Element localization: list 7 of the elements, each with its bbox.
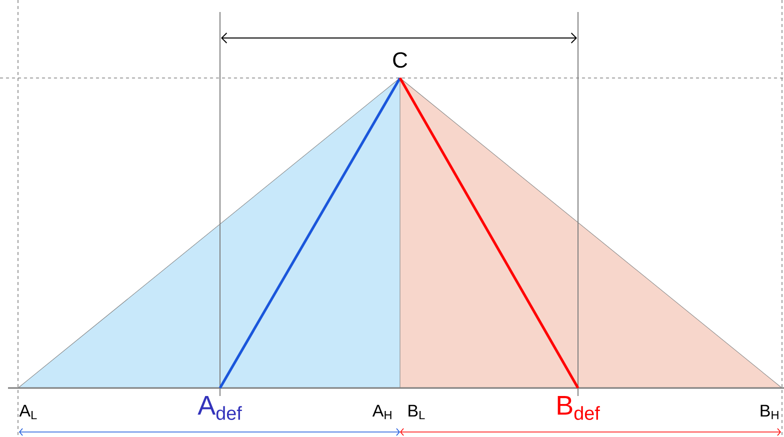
point-label: A$_{L}$ — [19, 404, 37, 420]
point-label: A$_{def}$ — [198, 396, 242, 420]
point-label: B$_{L}$ — [408, 404, 425, 420]
point-label: B$_{H}$ — [760, 404, 778, 420]
point-label: A$_{H}$ — [372, 404, 392, 420]
point-label: B$_{def}$ — [558, 396, 600, 420]
point-label: C — [393, 52, 408, 68]
